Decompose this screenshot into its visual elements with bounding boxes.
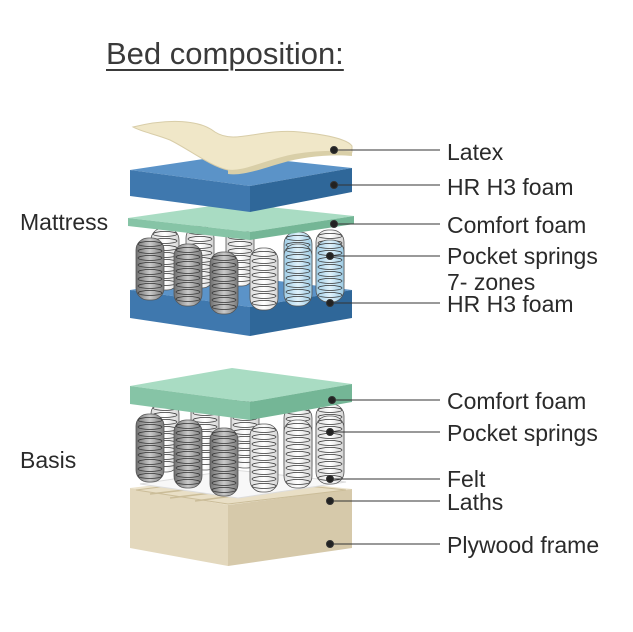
hr-foam-top-label: HR H3 foam (447, 174, 574, 200)
pocket-spring (209, 251, 239, 315)
comfort-foam-basis-label: Comfort foam (447, 388, 587, 414)
pocket-spring (173, 419, 203, 489)
pocket-spring (283, 419, 313, 489)
pocket-springs-basis-label: Pocket springs (447, 420, 598, 446)
pocket-spring (249, 247, 279, 311)
pocket-spring (135, 413, 165, 483)
mattress-group-label: Mattress (20, 209, 109, 235)
pocket-spring (209, 427, 239, 497)
pocket-spring (315, 415, 345, 485)
plywood-frame-label: Plywood frame (447, 532, 600, 558)
comfort-foam-basis-layer (130, 368, 352, 420)
basis-springs (135, 397, 345, 497)
page-title: Bed composition: (106, 36, 344, 71)
pocket-spring (135, 237, 165, 301)
hr-foam-bottom-label: HR H3 foam (447, 291, 574, 317)
laths-label: Laths (447, 489, 504, 515)
felt-label: Felt (447, 466, 486, 492)
latex-label: Latex (447, 139, 504, 165)
pocket-spring (315, 239, 345, 303)
zones-label: 7- zones (447, 269, 536, 295)
pocket-spring (173, 243, 203, 307)
pocket-spring (283, 243, 313, 307)
comfort-foam-mattress-label: Comfort foam (447, 212, 587, 238)
comfort-foam-mattress-layer (128, 203, 354, 240)
basis-group-label: Basis (20, 447, 77, 473)
pocket-spring (249, 423, 279, 493)
leader-lines (326, 146, 440, 548)
pocket-springs-mattress-label: Pocket springs (447, 243, 598, 269)
